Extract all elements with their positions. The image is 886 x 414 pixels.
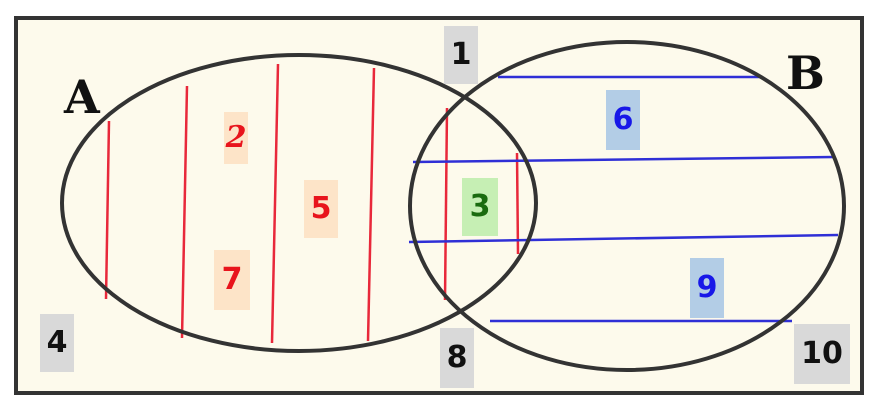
set-a-hatching <box>104 63 520 344</box>
element-2: 2 <box>224 112 248 164</box>
element-6: 6 <box>606 90 640 150</box>
element-7: 7 <box>214 250 250 310</box>
element-9: 9 <box>690 258 724 318</box>
set-a-circle <box>60 53 538 353</box>
set-b-label: B <box>786 46 825 100</box>
element-8: 8 <box>440 328 474 388</box>
set-b-circle <box>408 40 846 372</box>
element-10: 10 <box>794 324 850 384</box>
element-5: 5 <box>304 180 338 238</box>
set-b-hatching <box>408 75 839 323</box>
set-a-label: A <box>64 70 100 124</box>
element-1: 1 <box>444 26 478 84</box>
element-3: 3 <box>462 178 498 236</box>
element-4: 4 <box>40 314 74 372</box>
universal-set-box <box>14 16 864 395</box>
